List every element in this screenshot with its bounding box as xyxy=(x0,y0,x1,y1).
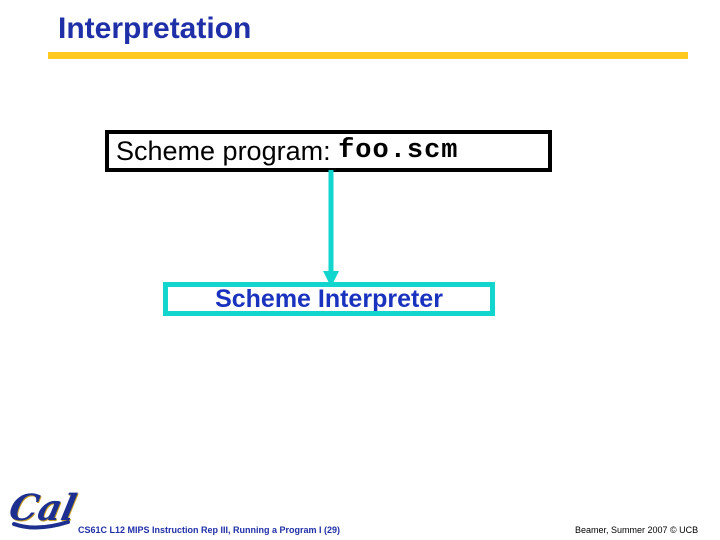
down-arrow-icon xyxy=(318,170,344,288)
footer-course-info: CS61C L12 MIPS Instruction Rep III, Runn… xyxy=(78,525,341,535)
scheme-interpreter-box: Scheme Interpreter xyxy=(163,282,495,316)
scheme-program-box: Scheme program: foo.scm xyxy=(105,130,552,172)
scheme-interpreter-label: Scheme Interpreter xyxy=(215,284,443,313)
title-divider xyxy=(48,52,688,59)
footer-attribution: Beamer, Summer 2007 © UCB xyxy=(575,525,699,535)
page-title: Interpretation xyxy=(58,12,252,45)
cal-logo-icon: Cal Cal xyxy=(5,484,82,534)
scheme-program-label: Scheme program: xyxy=(116,135,339,166)
scheme-program-filename: foo.scm xyxy=(338,135,459,166)
cal-logo-svg: Cal Cal xyxy=(5,486,80,530)
down-arrow-svg xyxy=(323,170,339,287)
